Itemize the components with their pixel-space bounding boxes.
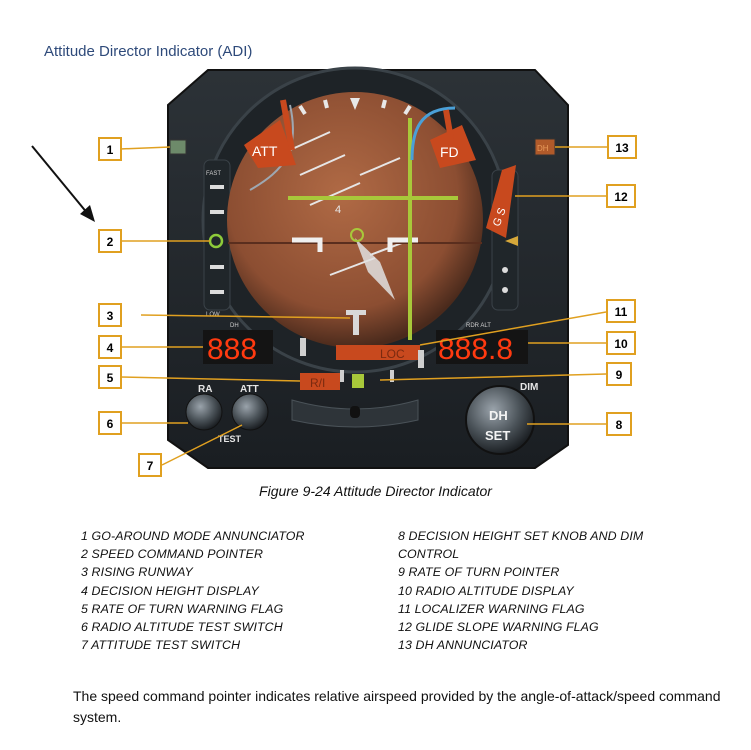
- callout-number: 9: [616, 368, 623, 382]
- callout-number: 1: [107, 143, 114, 157]
- callout-box: [606, 412, 632, 436]
- pitch-scale-mark: 4: [335, 204, 341, 216]
- localizer-warning-flag: [336, 345, 420, 360]
- rate-of-turn-warning-flag: [300, 373, 340, 390]
- callout-box: [606, 299, 636, 323]
- callout-box: [607, 135, 637, 159]
- center-ring: [350, 228, 364, 242]
- callout-number: 6: [107, 417, 114, 431]
- rate-of-turn-pointer: [352, 374, 364, 388]
- callout-number: 13: [615, 141, 629, 155]
- go-around-annunciator: [169, 139, 187, 155]
- ra-display-label: RDR ALT: [466, 323, 491, 329]
- legend-item: 13 DH ANNUNCIATOR: [398, 638, 528, 653]
- adi-figure: FAST LOW 4 ATT FD G: [31, 66, 637, 477]
- att-flag-text: ATT: [252, 143, 278, 159]
- description-paragraph: The speed command pointer indicates rela…: [73, 688, 721, 725]
- callout-number: 2: [107, 235, 114, 249]
- legend-item: 5 RATE OF TURN WARNING FLAG: [81, 601, 284, 616]
- callout-number: 8: [616, 418, 623, 432]
- ra-switch-label: RA: [198, 384, 212, 395]
- figure-caption: Figure 9-24 Attitude Director Indicator: [259, 483, 492, 499]
- legend-item: 9 RATE OF TURN POINTER: [398, 565, 560, 580]
- callout-box: [606, 184, 636, 208]
- slow-label: LOW: [206, 312, 220, 318]
- fd-flag-text: FD: [440, 144, 459, 160]
- callout-number: 12: [614, 190, 628, 204]
- callout-boxes: 1 2 3 4 5 6 7 8 9 10 11 12 13: [98, 135, 637, 477]
- ri-flag-text: R/I: [310, 376, 325, 390]
- legend-item: 12 GLIDE SLOPE WARNING FLAG: [398, 620, 599, 635]
- dh-knob-text-2: SET: [485, 428, 510, 443]
- rising-runway-symbol: [346, 310, 366, 335]
- callout-box: [98, 365, 122, 389]
- callout-number: 11: [615, 305, 628, 319]
- callout-number: 3: [107, 309, 114, 323]
- fd-warning-flag: [430, 125, 476, 168]
- legend-item: 7 ATTITUDE TEST SWITCH: [81, 638, 241, 653]
- dh-light-text: DH: [537, 144, 549, 153]
- dh-display: 888: [207, 333, 257, 366]
- dh-knob-text-1: DH: [489, 408, 508, 423]
- radio-altitude-test-switch[interactable]: [185, 393, 223, 431]
- att-warning-flag: [244, 120, 296, 168]
- attitude-test-switch[interactable]: [231, 393, 269, 431]
- callout-number: 5: [107, 371, 114, 385]
- callout-box: [98, 335, 122, 359]
- legend-item: 4 DECISION HEIGHT DISPLAY: [81, 583, 259, 598]
- radio-altitude-display: 888.8: [438, 333, 513, 366]
- dh-display-label: DH: [230, 323, 239, 329]
- callout-box: [98, 411, 122, 435]
- legend-left-column: 1 GO-AROUND MODE ANNUNCIATOR 2 SPEED COM…: [81, 527, 381, 654]
- pointer-arrow: [31, 145, 89, 215]
- test-label: TEST: [218, 434, 242, 444]
- legend-right-column: 8 DECISION HEIGHT SET KNOB AND DIM CONTR…: [398, 527, 698, 654]
- fast-label: FAST: [206, 171, 221, 177]
- legend-item: 11 LOCALIZER WARNING FLAG: [398, 601, 585, 616]
- callout-box: [138, 453, 162, 477]
- legend-item: 1 GO-AROUND MODE ANNUNCIATOR: [81, 529, 305, 543]
- pitch-steering-bar: [288, 196, 458, 200]
- legend-item: 10 RADIO ALTITUDE DISPLAY: [398, 583, 574, 598]
- legend-item: CONTROL: [398, 547, 460, 562]
- page-heading: Attitude Director Indicator (ADI): [44, 43, 253, 60]
- dh-set-knob[interactable]: [465, 385, 535, 455]
- callout-number: 7: [147, 459, 154, 473]
- callout-number: 10: [614, 337, 628, 351]
- callout-number: 4: [107, 341, 114, 355]
- bank-steering-bar: [408, 118, 412, 340]
- att-switch-label: ATT: [240, 384, 259, 395]
- callout-box: [606, 362, 632, 386]
- legend-item: 8 DECISION HEIGHT SET KNOB AND DIM: [398, 529, 644, 543]
- legend-item: 2 SPEED COMMAND POINTER: [81, 547, 263, 562]
- dim-label: DIM: [520, 382, 538, 393]
- callout-box: [606, 331, 636, 355]
- callout-box: [98, 303, 122, 327]
- glide-slope-warning-flag: [486, 165, 516, 238]
- legend-item: 3 RISING RUNWAY: [81, 565, 193, 580]
- legend-item: 6 RADIO ALTITUDE TEST SWITCH: [81, 620, 283, 635]
- glideslope-pointer: [505, 236, 518, 246]
- callout-box: [98, 137, 122, 161]
- loc-flag-text: LOC: [380, 347, 405, 361]
- callout-box: [98, 229, 122, 253]
